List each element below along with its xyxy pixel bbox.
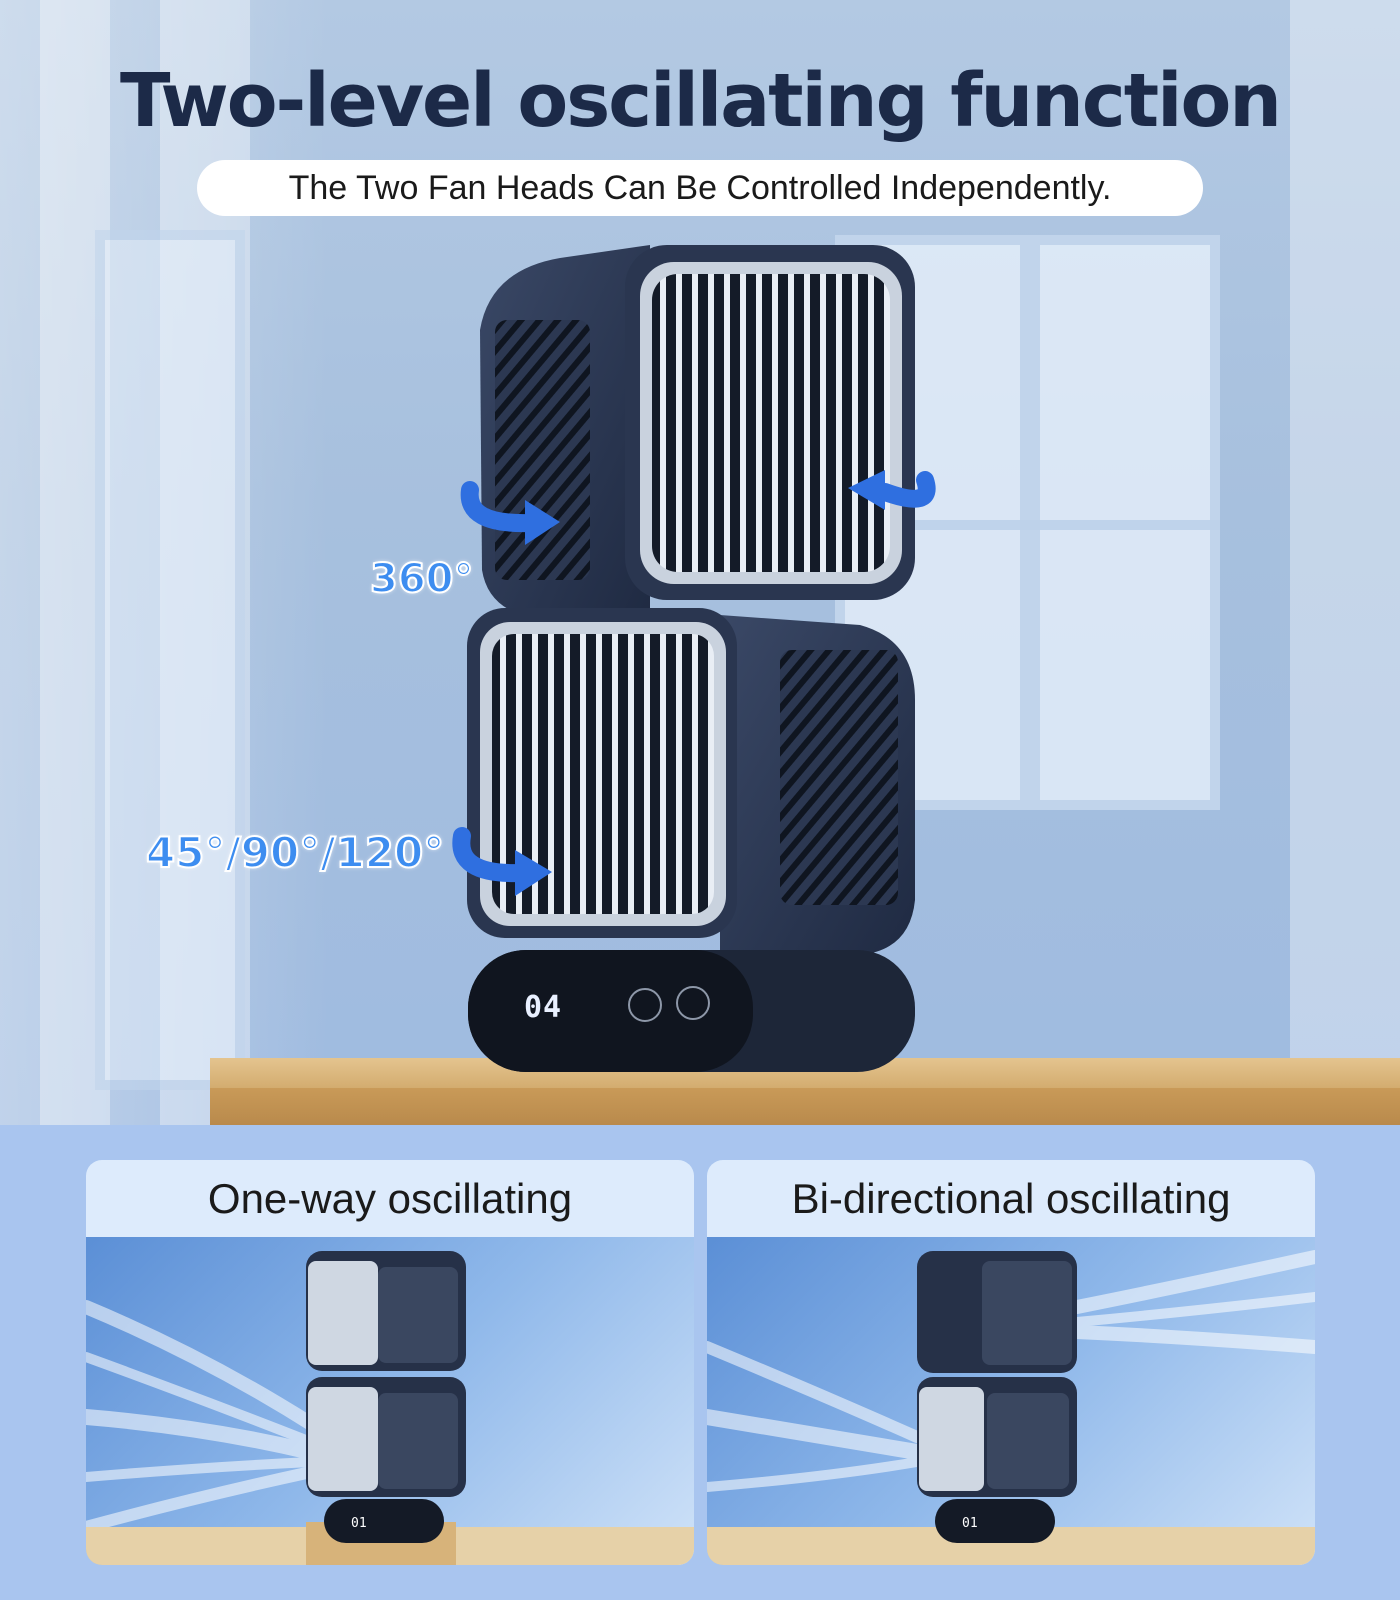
subtitle-pill: The Two Fan Heads Can Be Controlled Inde… xyxy=(197,160,1203,216)
airflow-lines xyxy=(707,1250,1315,1492)
bottom-head-angle-label: 45°/90°/120° xyxy=(145,827,445,878)
top-head-angle-label: 360° xyxy=(369,555,474,603)
lower-fan-head xyxy=(467,608,915,955)
rotation-arrows xyxy=(452,470,936,896)
upper-fan-head xyxy=(480,245,915,620)
fan-illustration xyxy=(452,245,936,1072)
window-pane xyxy=(95,230,245,1090)
fan-display-readout: 04 xyxy=(524,990,563,1025)
curtain xyxy=(1290,0,1400,1125)
fan-base xyxy=(468,950,915,1072)
window-frame xyxy=(835,520,1220,530)
airflow-lines xyxy=(86,1300,323,1533)
page-title: Two-level oscillating function xyxy=(120,58,1282,144)
panel-title: Bi-directional oscillating xyxy=(791,1174,1231,1222)
panel-title: One-way oscillating xyxy=(207,1174,573,1222)
table-front xyxy=(210,1088,1400,1125)
one-way-display: 01 xyxy=(351,1516,367,1531)
bi-directional-panel: Bi-directional oscillating 01 xyxy=(707,1160,1315,1565)
bi-directional-image: 01 xyxy=(707,1237,1315,1565)
one-way-illustration: 01 xyxy=(86,1251,694,1565)
one-way-image: 01 xyxy=(86,1237,694,1565)
bi-directional-illustration: 01 xyxy=(707,1250,1315,1565)
hero-section: Two-level oscillating function The Two F… xyxy=(0,0,1400,1125)
bi-directional-display: 01 xyxy=(962,1516,978,1531)
one-way-panel: One-way oscillating 01 xyxy=(86,1160,694,1565)
